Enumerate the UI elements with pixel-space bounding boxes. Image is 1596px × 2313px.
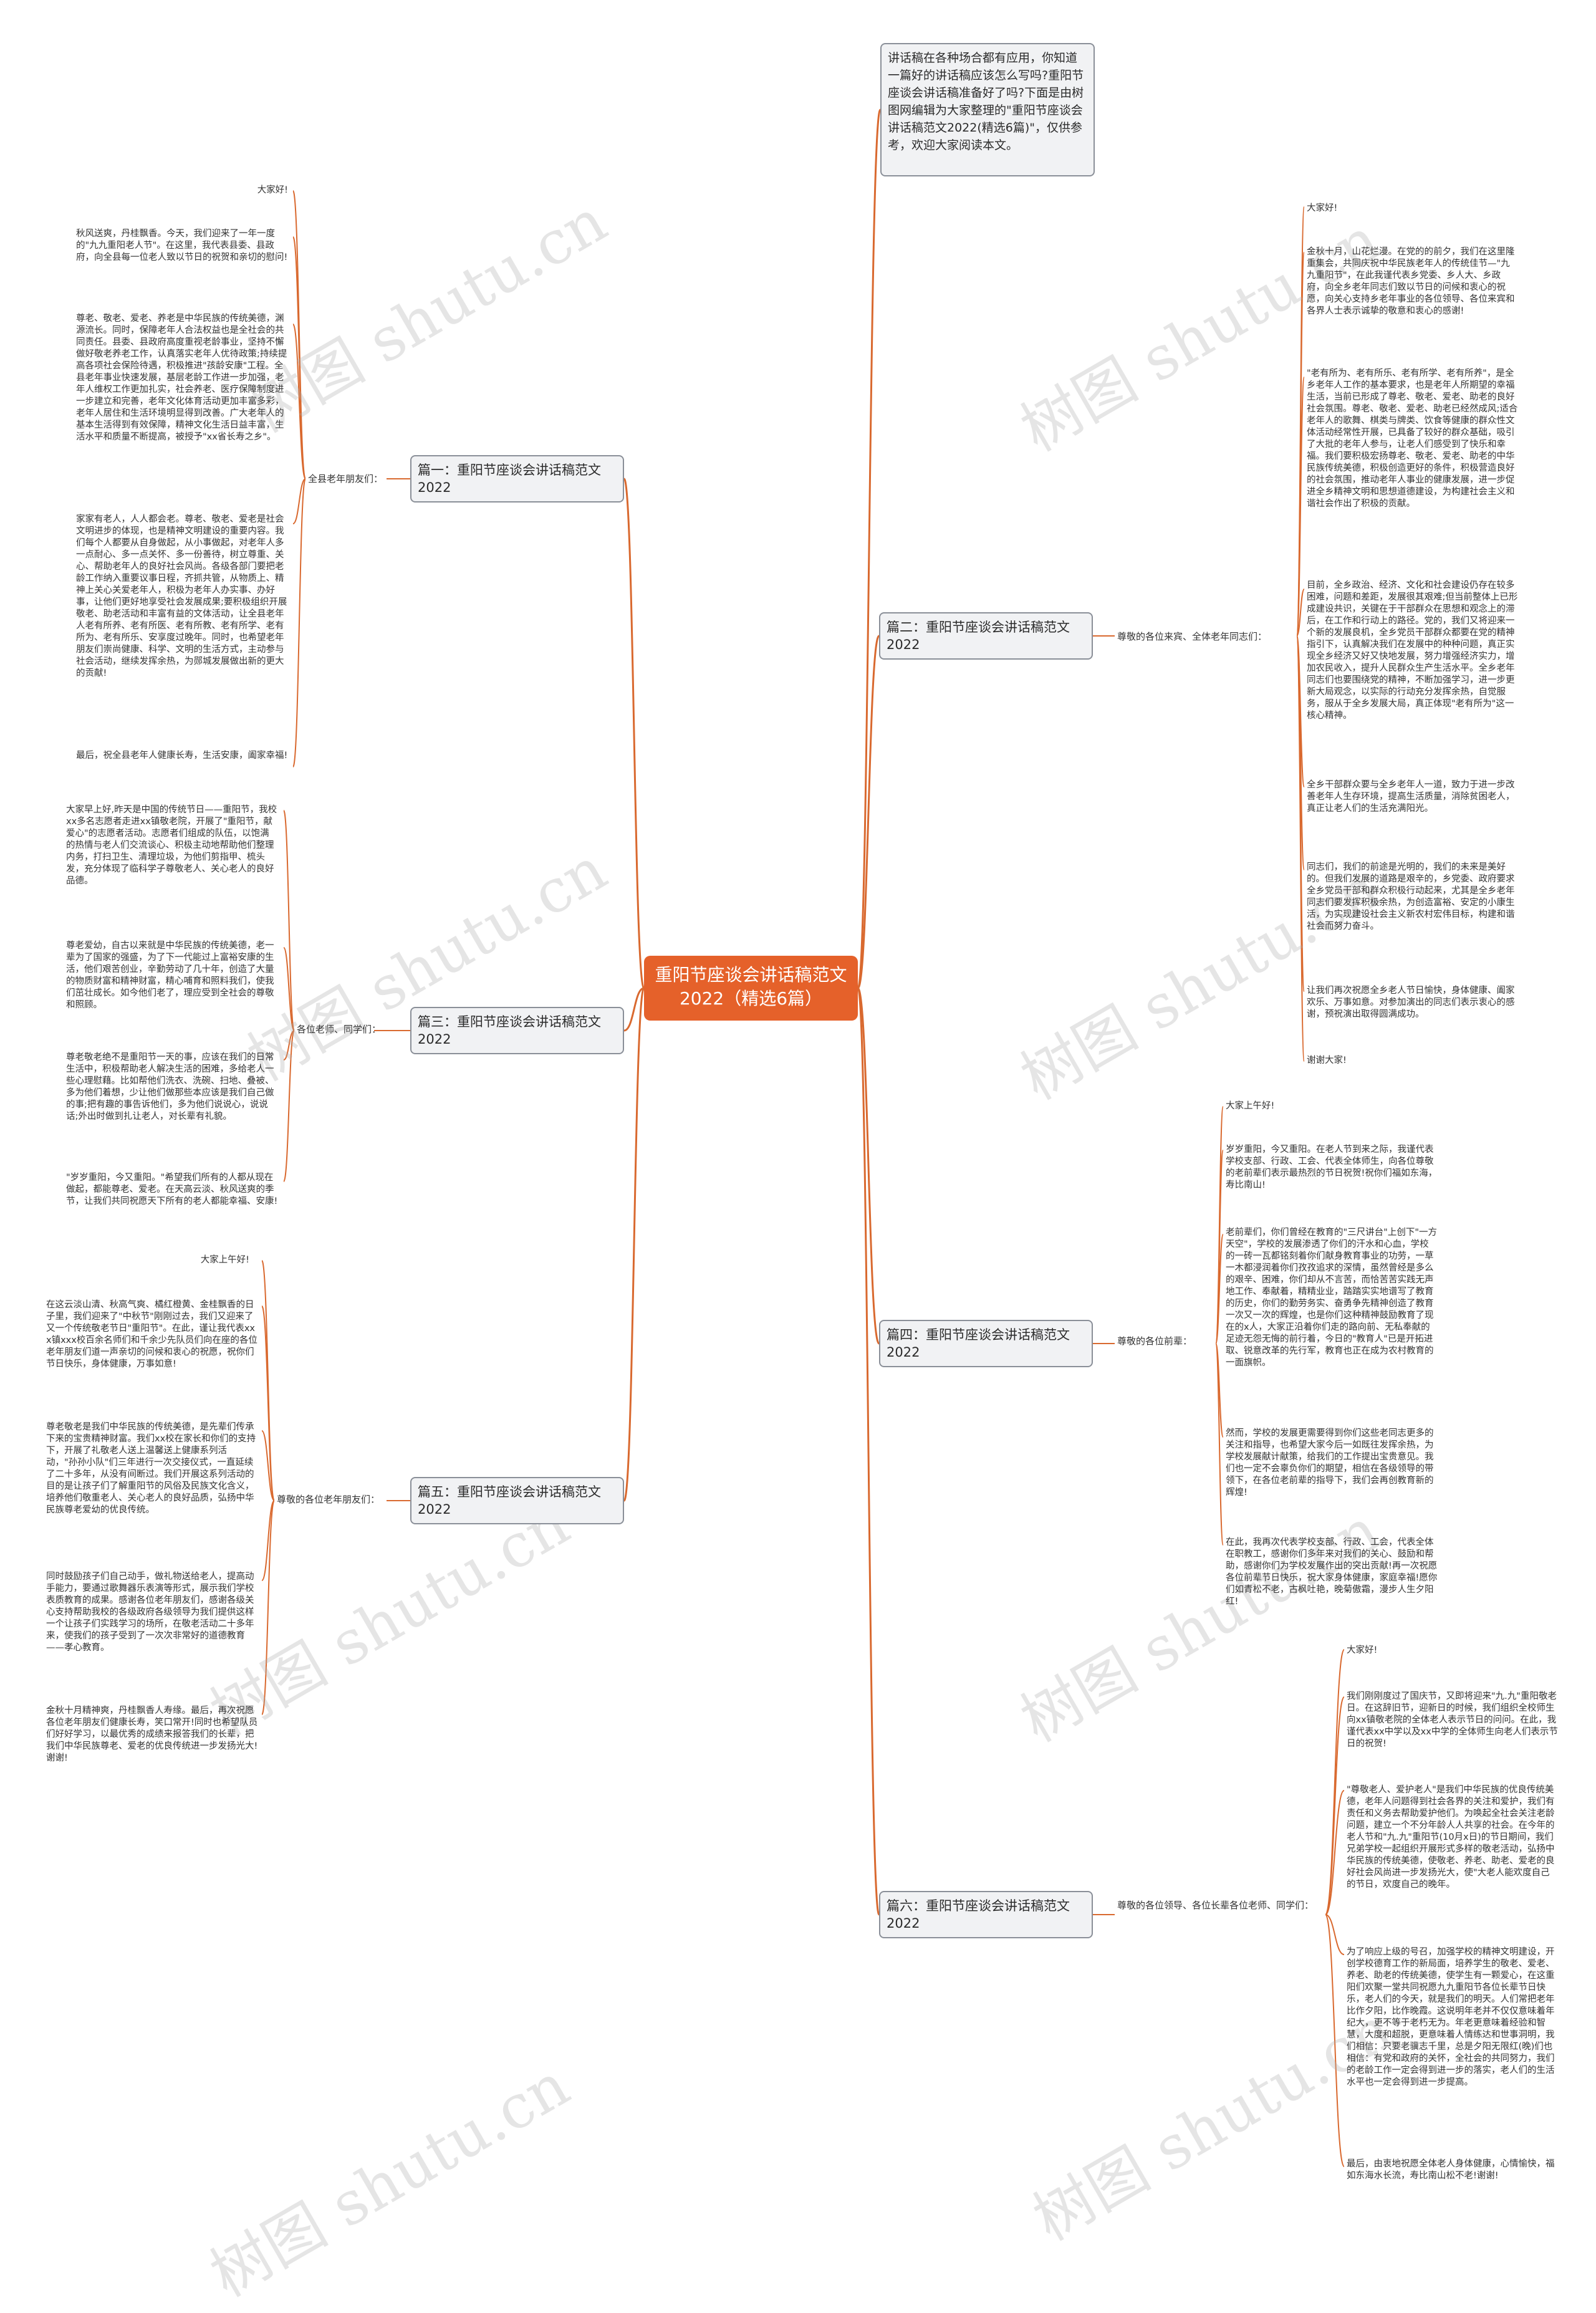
branch-4-node[interactable]: 篇四：重阳节座谈会讲话稿范文2022 [879,1320,1093,1367]
leaf-connector-left-1 [292,478,306,524]
leaf-connector-right-2 [1215,1234,1224,1344]
branch-4-leaf[interactable]: 老前辈们，你们曾经在教育的"三尺讲台"上创下"一方天空"，学校的发展渗透了你们的… [1226,1228,1438,1368]
branch-4-leaf[interactable]: 大家上午好! [1226,1101,1275,1111]
leaf-connector-left-3 [261,1306,275,1501]
branch-5-leaf[interactable]: 在这云淡山清、秋高气爽、橘红橙黄、金桂飘香的日子里，我们迎来了"中秋节"刚刚过去… [46,1300,257,1369]
branch-5-leaf[interactable]: 尊老敬老是我们中华民族的传统美德，是先辈们传承下来的宝贵精神财富。我们xx校在家… [46,1422,256,1515]
connector-branch-3 [623,987,645,1032]
branch-1-leaf[interactable]: 家家有老人，人人都会老。尊老、敬老、爱老是社会文明进步的体现，也是精神文明建设的… [76,514,287,678]
connector-intro [857,108,882,989]
branch-6-audience[interactable]: 尊敬的各位领导、各位长辈各位老师、同学们： [1117,1900,1314,1911]
branch-2-leaf[interactable]: "老有所为、老有所乐、老有所学、老有所养"，是全乡老年人工作的基本要求，也是老年… [1307,368,1518,509]
branch-5-leaf[interactable]: 同时鼓励孩子们自己动手，做礼物送给老人，提高动手能力，要通过歌舞器乐表演等形式，… [46,1572,254,1653]
intro-note[interactable]: 讲话稿在各种场合都有应用，你知道一篇好的讲话稿应该怎么写吗?重阳节座谈会讲话稿准… [880,43,1095,176]
leaf-connector-left-3 [261,1430,275,1501]
leaf-connector-left-2 [283,810,295,1031]
branch-3-audience[interactable]: 各位老师、同学们： [297,1024,382,1035]
branch-2-leaf[interactable]: 大家好! [1307,203,1338,213]
branch-1-leaf[interactable]: 秋风送爽，丹桂飘香。今天，我们迎来了一年一度的"九九重阳老人节"。在这里，我代表… [76,229,288,262]
branch-6-leaf[interactable]: 大家好! [1347,1645,1378,1655]
branch-6-leaf[interactable]: "尊敬老人、爱护老人"是我们中华民族的优良传统美德，老年人问题得到社会各界的关注… [1347,1785,1555,1890]
connector-branch-1 [623,478,645,989]
branch-2-leaf[interactable]: 金秋十月，山花烂漫。在党的的前夕，我们在这里隆重集会，共同庆祝中华民族老年人的传… [1307,247,1515,316]
branch-5-leaf[interactable]: 金秋十月精神爽，丹桂飘香人寿缘。最后，再次祝愿各位老年朋友们健康长寿，笑口常开!… [46,1706,258,1763]
branch-5-node[interactable]: 篇五：重阳节座谈会讲话稿范文2022 [410,1477,624,1524]
leaf-connector-right-3 [1325,1649,1345,1915]
leaf-connector-left-2 [283,1030,295,1060]
central-topic[interactable]: 重阳节座谈会讲话稿范文2022（精选6篇） [644,956,858,1021]
branch-6-leaf[interactable]: 最后，由衷地祝愿全体老人身体健康，心情愉快，福如东海水长流，寿比南山松不老!谢谢… [1347,2159,1555,2181]
branch-5-audience[interactable]: 尊敬的各位老年朋友们： [277,1494,380,1505]
branch-3-leaf[interactable]: 大家早上好,昨天是中国的传统节日——重阳节，我校xx多名志愿者走进xx镇敬老院，… [66,805,277,886]
branch-4-leaf[interactable]: 然而，学校的发展更需要得到你们这些老同志更多的关注和指导，也希望大家今后一如既往… [1226,1428,1434,1498]
mindmap-connectors [261,108,1345,2167]
leaf-connector-left-2 [283,947,295,1031]
leaf-connector-right-2 [1215,1150,1224,1344]
branch-2-leaf[interactable]: 目前，全乡政治、经济、文化和社会建设仍存在较多困难，问题和差距，发展很其艰难;但… [1307,580,1518,721]
branch-1-audience[interactable]: 全县老年朋友们： [308,473,383,484]
leaf-connector-right-3 [1325,1696,1345,1915]
branch-3-leaf[interactable]: 尊老爱幼，自古以来就是中华民族的传统美德，老一辈为了国家的强盛，为了下一代能过上… [66,941,274,1010]
branch-4-leaf[interactable]: 岁岁重阳，今又重阳。在老人节到来之际，我谨代表学校支部、行政、工会、代表全体师生… [1226,1145,1438,1190]
branch-2-leaf[interactable]: 同志们，我们的前途是光明的，我们的未来是美好的。但我们发展的道路是艰辛的，乡党委… [1307,862,1515,931]
leaf-connector-left-1 [292,324,306,479]
connector-branch-4 [857,987,880,1345]
connector-branch-6 [857,987,880,1916]
leaf-connector-right-3 [1325,1914,1345,2167]
leaf-connector-left-2 [283,1030,295,1182]
branch-5-leaf[interactable]: 大家上午好! [200,1255,249,1265]
branch-2-leaf[interactable]: 全乡干部群众要与全乡老年人一道，致力于进一步改善老年人生存环境，提高生活质量，消… [1307,780,1515,814]
branch-2-leaf[interactable]: 让我们再次祝愿全乡老人节日愉快，身体健康、阖家欢乐、万事如意。对参加演出的同志们… [1307,986,1515,1019]
leaf-connector-right-1 [1296,377,1305,637]
branch-3-leaf[interactable]: 尊老敬老绝不是重阳节一天的事，应该在我们的日常生活中，积极帮助老人解决生活的困难… [66,1052,274,1122]
branch-4-leaf[interactable]: 在此，我再次代表学校支部、行政、工会，代表全体在职教工，感谢你们多年来对我们的关… [1226,1537,1438,1607]
branch-2-node[interactable]: 篇二：重阳节座谈会讲话稿范文2022 [879,612,1093,660]
connector-branch-2 [857,635,880,989]
leaf-connector-left-1 [292,478,306,767]
branch-1-node[interactable]: 篇一：重阳节座谈会讲话稿范文2022 [410,455,624,503]
branch-2-leaf[interactable]: 谢谢大家! [1307,1056,1347,1065]
leaf-connector-right-1 [1296,635,1305,1062]
branch-3-leaf[interactable]: "岁岁重阳，今又重阳。"希望我们所有的人都从现在做起，都能尊老、爱老。在天高云淡… [66,1173,278,1206]
leaf-connector-right-1 [1296,589,1305,637]
leaf-connector-left-3 [261,1500,275,1581]
leaf-connector-right-2 [1215,1343,1224,1546]
branch-1-leaf[interactable]: 最后，祝全县老年人健康长寿，生活安康，阖家幸福! [76,751,288,761]
branch-1-leaf[interactable]: 尊老、敬老、爱老、养老是中华民族的传统美德，渊源流长。同时，保障老年人合法权益也… [76,314,287,442]
branch-3-node[interactable]: 篇三：重阳节座谈会讲话稿范文2022 [410,1007,624,1054]
branch-6-leaf[interactable]: 为了响应上级的号召，加强学校的精神文明建设，开创学校德育工作的新局面，培养学生的… [1347,1947,1555,2087]
leaf-connector-left-3 [261,1500,275,1715]
branch-2-audience[interactable]: 尊敬的各位来宾、全体老年同志们： [1117,631,1267,642]
branch-6-node[interactable]: 篇六：重阳节座谈会讲话稿范文2022 [879,1891,1093,1938]
branch-1-leaf[interactable]: 大家好! [257,185,288,195]
branch-6-leaf[interactable]: 我们刚刚度过了国庆节，又即将迎来"九.九"重阳敬老日。在这辞旧节，迎新日的时候，… [1347,1691,1558,1749]
connector-branch-5 [623,987,645,1502]
branch-4-audience[interactable]: 尊敬的各位前辈： [1117,1335,1193,1347]
leaf-connector-right-3 [1325,1790,1345,1915]
leaf-connector-right-3 [1325,1914,1345,1955]
